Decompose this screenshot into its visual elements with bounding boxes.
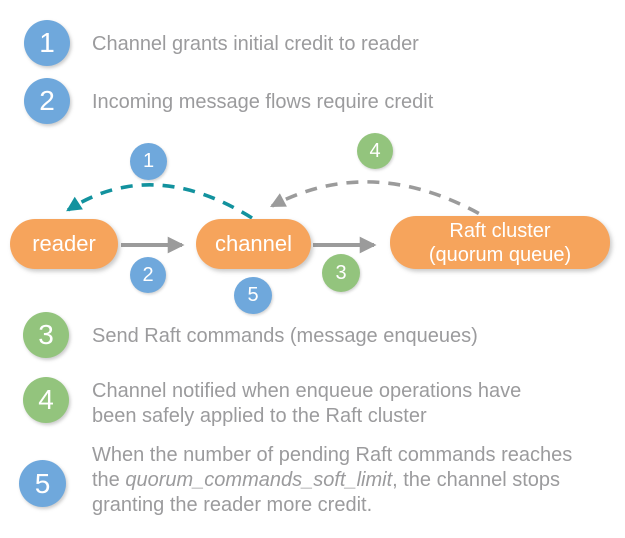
- legend-text-4: Channel notified when enqueue operations…: [92, 379, 521, 429]
- node-reader-label: reader: [32, 231, 96, 256]
- legend-text-5: When the number of pending Raft commands…: [92, 443, 572, 518]
- legend-text-4-line1: Channel notified when enqueue operations…: [92, 380, 522, 402]
- legend-text-5-line3: granting the reader more credit.: [92, 494, 373, 516]
- legend-text-5-line2-pre: the: [92, 469, 126, 491]
- diagram-badge-4: 4: [357, 133, 393, 169]
- diagram-badge-3: 3: [322, 254, 360, 292]
- legend-badge-4: 4: [23, 377, 69, 423]
- legend-text-4-line2: been safely applied to the Raft cluster: [92, 405, 427, 427]
- legend-badge-5: 5: [19, 460, 66, 507]
- legend-text-1: Channel grants initial credit to reader: [92, 33, 419, 55]
- legend-badge-2: 2: [24, 78, 70, 124]
- arrow-credit-grant: [66, 183, 253, 220]
- node-raft-label-line1: Raft cluster: [449, 219, 551, 242]
- diagram-badge-5: 5: [234, 277, 272, 314]
- node-channel: channel: [196, 219, 311, 269]
- diagram-badge-1: 1: [130, 143, 167, 180]
- legend-text-2: Incoming message flows require credit: [92, 91, 434, 113]
- legend-text-5-line1: When the number of pending Raft commands…: [92, 444, 573, 466]
- legend-badge-3: 3: [23, 312, 69, 358]
- legend-text-5-line2: the quorum_commands_soft_limit, the chan…: [92, 468, 572, 493]
- diagram-badge-2: 2: [130, 257, 166, 293]
- legend-text-3: Send Raft commands (message enqueues): [92, 325, 478, 347]
- node-raft-cluster: Raft cluster (quorum queue): [390, 216, 610, 269]
- legend-text-5-line2-post: , the channel stops: [392, 469, 561, 491]
- legend-text-5-line2-italic: quorum_commands_soft_limit: [125, 469, 393, 491]
- node-channel-label: channel: [214, 231, 293, 256]
- legend-badge-1: 1: [24, 20, 70, 66]
- node-reader: reader: [10, 219, 118, 269]
- node-raft-label-line2: (quorum queue): [428, 243, 572, 266]
